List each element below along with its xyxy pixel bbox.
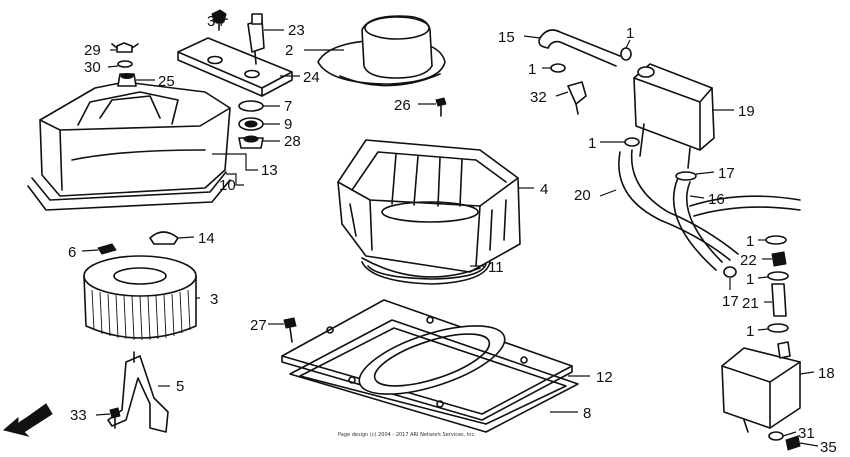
case-gasket <box>361 261 491 285</box>
callout-34: 34 <box>207 13 224 30</box>
callout-29: 29 <box>84 42 101 59</box>
callout-26: 26 <box>394 97 411 114</box>
callout-10: 10 <box>219 177 236 194</box>
callout-12: 12 <box>596 369 613 386</box>
air-cleaner-cover <box>27 81 231 211</box>
callout-35: 35 <box>820 439 837 456</box>
callout-7: 7 <box>284 98 292 115</box>
callout-1-f: 1 <box>746 323 754 340</box>
callout-22: 22 <box>740 252 757 269</box>
copyright-footer: Page design (c) 2004 - 2017 ARI Network … <box>338 432 476 438</box>
callout-17-b: 17 <box>722 293 739 310</box>
callout-23: 23 <box>288 22 305 39</box>
breather-tube-15 <box>538 29 621 67</box>
vacuum-switch <box>211 9 265 65</box>
callout-27: 27 <box>250 317 267 334</box>
callout-28: 28 <box>284 133 301 150</box>
callout-20: 20 <box>574 187 591 204</box>
callout-24: 24 <box>303 69 320 86</box>
callout-8: 8 <box>583 405 591 422</box>
callout-14: 14 <box>198 230 215 247</box>
bracket-plate <box>177 37 293 97</box>
callout-11: 11 <box>488 259 504 276</box>
callout-13: 13 <box>261 162 278 179</box>
callout-1-e: 1 <box>746 271 754 288</box>
callout-33: 33 <box>70 407 87 424</box>
drain-plug-hardware <box>768 431 801 451</box>
air-filter-element <box>83 255 197 341</box>
breather-tubes <box>618 149 801 271</box>
drain-fittings <box>771 251 787 317</box>
callout-1-b: 1 <box>626 25 634 42</box>
bolt-27 <box>283 317 297 343</box>
forward-direction-arrow: FWD <box>2 403 53 437</box>
tube-joint-32 <box>567 81 587 115</box>
wing-nut-assembly <box>111 42 139 87</box>
callout-32: 32 <box>530 89 547 106</box>
callout-2: 2 <box>285 42 293 59</box>
tube-clips <box>550 47 789 333</box>
callout-19: 19 <box>738 103 755 120</box>
breather-separator <box>633 63 715 169</box>
callout-9: 9 <box>284 116 292 133</box>
callout-16: 16 <box>708 191 725 208</box>
callout-1-c: 1 <box>588 135 596 152</box>
callout-17-a: 17 <box>718 165 735 182</box>
callout-4: 4 <box>540 181 548 198</box>
callout-1-a: 1 <box>528 61 536 78</box>
callout-numbers: 34 23 29 30 25 24 7 9 28 13 10 2 26 4 11… <box>68 13 837 456</box>
callout-15: 15 <box>498 29 515 46</box>
case-base-plate <box>281 299 573 421</box>
drain-reservoir <box>721 341 801 433</box>
grommet-stack <box>238 100 264 149</box>
callout-21: 21 <box>742 295 759 312</box>
callout-5: 5 <box>176 378 184 395</box>
callout-1-d: 1 <box>746 233 754 250</box>
callout-25: 25 <box>158 73 175 90</box>
leader-lines <box>81 18 819 447</box>
small-bolt-and-cap <box>97 231 179 255</box>
filter-stay <box>107 351 169 433</box>
callout-18: 18 <box>818 365 835 382</box>
bolt-26 <box>435 97 447 117</box>
base-gasket <box>289 319 579 433</box>
callout-30: 30 <box>84 59 101 76</box>
intake-duct <box>317 15 446 87</box>
callout-3: 3 <box>210 291 218 308</box>
callout-31: 31 <box>798 425 815 442</box>
callout-6: 6 <box>68 244 76 261</box>
air-cleaner-case <box>337 139 521 278</box>
